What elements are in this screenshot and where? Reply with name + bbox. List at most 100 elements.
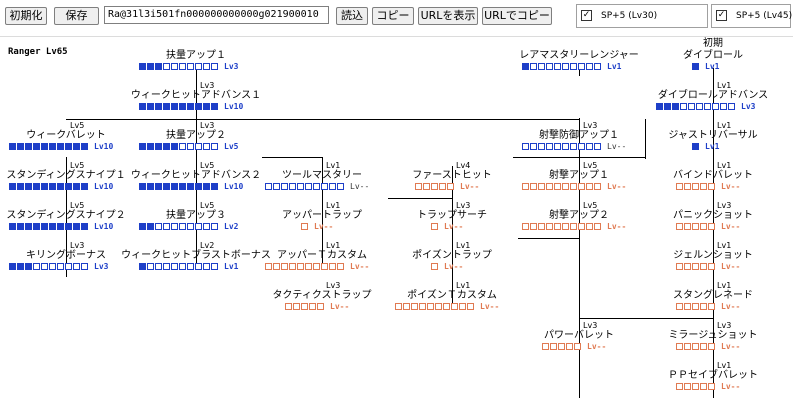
level-point-filled[interactable] xyxy=(25,183,32,190)
level-point-filled[interactable] xyxy=(41,183,48,190)
level-point-empty[interactable] xyxy=(301,223,308,230)
level-point-empty[interactable] xyxy=(317,303,324,310)
level-point-filled[interactable] xyxy=(203,183,210,190)
level-point-filled[interactable] xyxy=(17,223,24,230)
level-point-filled[interactable] xyxy=(139,63,146,70)
level-point-empty[interactable] xyxy=(530,223,537,230)
skill-11-level-row[interactable]: Lv-- xyxy=(265,182,369,191)
level-point-empty[interactable] xyxy=(530,63,537,70)
level-point-filled[interactable] xyxy=(163,103,170,110)
level-point-empty[interactable] xyxy=(708,183,715,190)
skill-2-level-row[interactable]: Lv10 xyxy=(139,102,243,111)
level-point-empty[interactable] xyxy=(415,183,422,190)
level-point-empty[interactable] xyxy=(427,303,434,310)
level-point-empty[interactable] xyxy=(73,263,80,270)
skill-23-level-row[interactable]: Lv-- xyxy=(542,342,606,351)
skill-31-level-row[interactable]: Lv-- xyxy=(676,342,740,351)
level-point-empty[interactable] xyxy=(171,63,178,70)
level-point-empty[interactable] xyxy=(337,183,344,190)
level-point-empty[interactable] xyxy=(289,183,296,190)
level-point-empty[interactable] xyxy=(692,223,699,230)
level-point-filled[interactable] xyxy=(171,103,178,110)
level-point-empty[interactable] xyxy=(538,63,545,70)
level-point-empty[interactable] xyxy=(704,103,711,110)
skill-24-level-row[interactable]: Lv1 xyxy=(692,62,719,71)
level-point-empty[interactable] xyxy=(321,263,328,270)
level-point-filled[interactable] xyxy=(73,143,80,150)
level-point-empty[interactable] xyxy=(305,183,312,190)
skill-16-level-row[interactable]: Lv-- xyxy=(431,222,463,231)
level-point-empty[interactable] xyxy=(49,263,56,270)
level-point-filled[interactable] xyxy=(41,143,48,150)
level-point-empty[interactable] xyxy=(195,223,202,230)
skill-17-level-row[interactable]: Lv-- xyxy=(431,262,463,271)
level-point-empty[interactable] xyxy=(431,183,438,190)
level-point-filled[interactable] xyxy=(664,103,671,110)
level-point-empty[interactable] xyxy=(530,183,537,190)
level-point-empty[interactable] xyxy=(411,303,418,310)
level-point-empty[interactable] xyxy=(395,303,402,310)
level-point-empty[interactable] xyxy=(696,103,703,110)
level-point-empty[interactable] xyxy=(522,143,529,150)
load-button[interactable]: 読込 xyxy=(336,7,368,25)
level-point-empty[interactable] xyxy=(187,223,194,230)
level-point-empty[interactable] xyxy=(700,183,707,190)
level-point-empty[interactable] xyxy=(171,223,178,230)
level-point-filled[interactable] xyxy=(73,183,80,190)
level-point-filled[interactable] xyxy=(9,263,16,270)
level-point-filled[interactable] xyxy=(81,183,88,190)
level-point-empty[interactable] xyxy=(337,263,344,270)
level-point-empty[interactable] xyxy=(700,223,707,230)
level-point-filled[interactable] xyxy=(672,103,679,110)
level-point-empty[interactable] xyxy=(708,263,715,270)
level-point-empty[interactable] xyxy=(265,183,272,190)
level-point-empty[interactable] xyxy=(443,303,450,310)
level-point-empty[interactable] xyxy=(708,303,715,310)
level-point-empty[interactable] xyxy=(700,343,707,350)
level-point-empty[interactable] xyxy=(684,383,691,390)
level-point-empty[interactable] xyxy=(562,183,569,190)
level-point-empty[interactable] xyxy=(684,223,691,230)
level-point-filled[interactable] xyxy=(147,223,154,230)
skill-32-level-row[interactable]: Lv-- xyxy=(676,382,740,391)
level-point-empty[interactable] xyxy=(578,183,585,190)
level-point-empty[interactable] xyxy=(179,143,186,150)
level-point-filled[interactable] xyxy=(33,183,40,190)
level-point-filled[interactable] xyxy=(195,103,202,110)
level-point-empty[interactable] xyxy=(187,63,194,70)
level-point-filled[interactable] xyxy=(81,143,88,150)
skill-22-level-row[interactable]: Lv-- xyxy=(522,222,626,231)
level-point-empty[interactable] xyxy=(700,383,707,390)
level-point-filled[interactable] xyxy=(9,183,16,190)
level-point-empty[interactable] xyxy=(301,303,308,310)
level-point-empty[interactable] xyxy=(578,223,585,230)
skill-28-level-row[interactable]: Lv-- xyxy=(676,222,740,231)
level-point-empty[interactable] xyxy=(435,303,442,310)
level-point-filled[interactable] xyxy=(147,103,154,110)
level-point-empty[interactable] xyxy=(538,143,545,150)
level-point-empty[interactable] xyxy=(594,183,601,190)
skill-8-level-row[interactable]: Lv2 xyxy=(139,222,238,231)
level-point-empty[interactable] xyxy=(195,63,202,70)
level-point-filled[interactable] xyxy=(187,183,194,190)
level-point-filled[interactable] xyxy=(25,223,32,230)
level-point-empty[interactable] xyxy=(309,303,316,310)
level-point-empty[interactable] xyxy=(281,263,288,270)
level-point-filled[interactable] xyxy=(57,143,64,150)
level-point-empty[interactable] xyxy=(570,143,577,150)
level-point-empty[interactable] xyxy=(329,183,336,190)
level-point-empty[interactable] xyxy=(586,143,593,150)
show-url-button[interactable]: URLを表示 xyxy=(418,7,478,25)
level-point-filled[interactable] xyxy=(65,183,72,190)
level-point-empty[interactable] xyxy=(562,143,569,150)
level-point-empty[interactable] xyxy=(554,183,561,190)
skill-6-level-row[interactable]: Lv10 xyxy=(139,182,243,191)
level-point-empty[interactable] xyxy=(187,263,194,270)
level-point-filled[interactable] xyxy=(65,143,72,150)
sp45-checkbox[interactable]: ✓ xyxy=(716,10,727,21)
level-point-filled[interactable] xyxy=(163,143,170,150)
level-point-filled[interactable] xyxy=(179,103,186,110)
level-point-empty[interactable] xyxy=(297,263,304,270)
copy-button[interactable]: コピー xyxy=(372,7,414,25)
level-point-filled[interactable] xyxy=(49,223,56,230)
